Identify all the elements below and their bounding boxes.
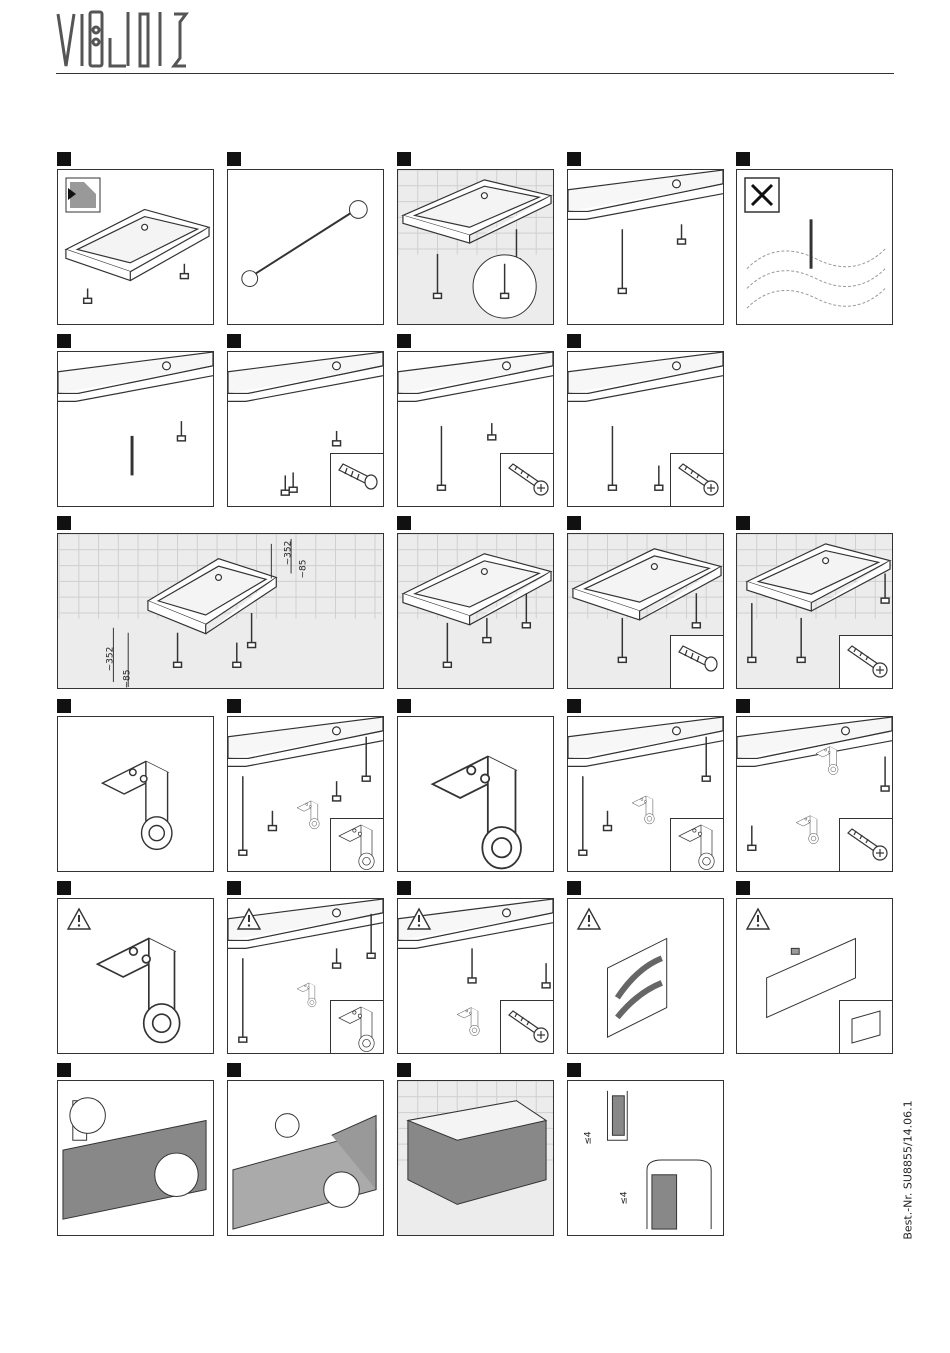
step-number-marker: [57, 1063, 71, 1077]
step-number-marker: [227, 334, 241, 348]
x-forbidden-icon: [743, 176, 781, 214]
step-panel-tub-bracket: [227, 716, 384, 872]
tub-legs-illustration: [398, 534, 553, 688]
step-number-marker: [57, 516, 71, 530]
step-panel-tub-leg: [567, 169, 724, 325]
step-panel-corner-drill: [57, 351, 214, 507]
warning-icon: [236, 907, 262, 931]
step-number-marker: [567, 152, 581, 166]
step-number-marker: [736, 152, 750, 166]
corner-drill-illustration: [58, 352, 213, 506]
step-panel-warn-tub: [227, 898, 384, 1054]
step-panel-tub-dowel: [567, 533, 724, 689]
step-panel-tub-legs: [397, 533, 554, 689]
warning-icon: [745, 907, 771, 931]
step-panel-gap: ≤4 ≤4: [567, 1080, 724, 1236]
screw-icon: [839, 818, 892, 871]
bracket-illustration: [58, 717, 213, 871]
step-panel-warn-bracket: [57, 898, 214, 1054]
step-panel-corner-screw2: [567, 351, 724, 507]
step-number-marker: [397, 1063, 411, 1077]
dimension-label-b2: ~85: [299, 560, 309, 579]
gap-label-bottom: ≤4: [620, 1191, 630, 1204]
screw-icon: [670, 453, 723, 506]
panel-done-illustration: [398, 1081, 553, 1235]
step-panel-tub-box: [57, 169, 214, 325]
bracket-knob-illustration: [398, 717, 553, 871]
bracket-icon: [670, 818, 723, 871]
step-panel-bracket: [57, 716, 214, 872]
step-panel-tub-feet-zoom: [397, 169, 554, 325]
gap-label-top: ≤4: [584, 1131, 594, 1144]
gap-illustration: [568, 1081, 723, 1235]
step-number-marker: [227, 699, 241, 713]
warning-icon: [576, 907, 602, 931]
step-panel-corner-dowel: [227, 351, 384, 507]
step-number-marker: [397, 334, 411, 348]
step-number-marker: [227, 881, 241, 895]
rod-illustration: [228, 170, 383, 324]
step-number-marker: [57, 152, 71, 166]
warning-icon: [66, 907, 92, 931]
step-panel-warn-screw: [397, 898, 554, 1054]
step-number-marker: [567, 881, 581, 895]
warning-icon: [406, 907, 432, 931]
step-panel-rod: [227, 169, 384, 325]
dimension-label-a: ~352: [105, 647, 115, 672]
step-panel-corner-screw: [397, 351, 554, 507]
bracket-icon: [330, 818, 383, 871]
step-panel-bracket-knob: [397, 716, 554, 872]
step-number-marker: [567, 699, 581, 713]
screw-icon: [500, 453, 553, 506]
step-number-marker: [57, 334, 71, 348]
step-panel-bracket-screw: [736, 716, 893, 872]
header-rule: [56, 73, 894, 74]
step-panel-dimensions: ~352 ~85 ~352 ~85: [57, 533, 384, 689]
screw-icon: [500, 1000, 553, 1053]
step-number-marker: [397, 881, 411, 895]
brand-logo-icon: [56, 8, 201, 70]
wall-plug-icon: [330, 453, 383, 506]
step-number-marker: [397, 699, 411, 713]
step-number-marker: [567, 334, 581, 348]
bracket-icon: [330, 1000, 383, 1053]
step-panel-tub-bracket2: [567, 716, 724, 872]
tub-leg-illustration: [568, 170, 723, 324]
box-document-icon: [64, 176, 102, 214]
step-number-marker: [397, 152, 411, 166]
panel-icon: [839, 1000, 892, 1053]
step-number-marker: [567, 1063, 581, 1077]
wall-plug-icon: [670, 635, 723, 688]
panel-fit-illustration: [228, 1081, 383, 1235]
screw-icon: [839, 635, 892, 688]
step-number-marker: [567, 516, 581, 530]
step-panel-panel-clip: [57, 1080, 214, 1236]
step-number-marker: [227, 152, 241, 166]
order-number: Best.-Nr. SU8855/14.06.1: [898, 1100, 918, 1240]
step-panel-warn-pad: [567, 898, 724, 1054]
step-panel-panel-fit: [227, 1080, 384, 1236]
step-number-marker: [736, 699, 750, 713]
step-panel-floor-heating: [736, 169, 893, 325]
step-panel-tub-screw: [736, 533, 893, 689]
step-number-marker: [57, 881, 71, 895]
dimension-label-b: ~85: [123, 670, 133, 689]
panel-clip-illustration: [58, 1081, 213, 1235]
step-number-marker: [397, 516, 411, 530]
dimension-label-a2: ~352: [283, 541, 293, 566]
step-number-marker: [57, 699, 71, 713]
step-number-marker: [736, 516, 750, 530]
step-number-marker: [736, 881, 750, 895]
step-panel-panel-done: [397, 1080, 554, 1236]
tub-feet-zoom-illustration: [398, 170, 553, 324]
step-panel-warn-panel: [736, 898, 893, 1054]
step-number-marker: [227, 1063, 241, 1077]
